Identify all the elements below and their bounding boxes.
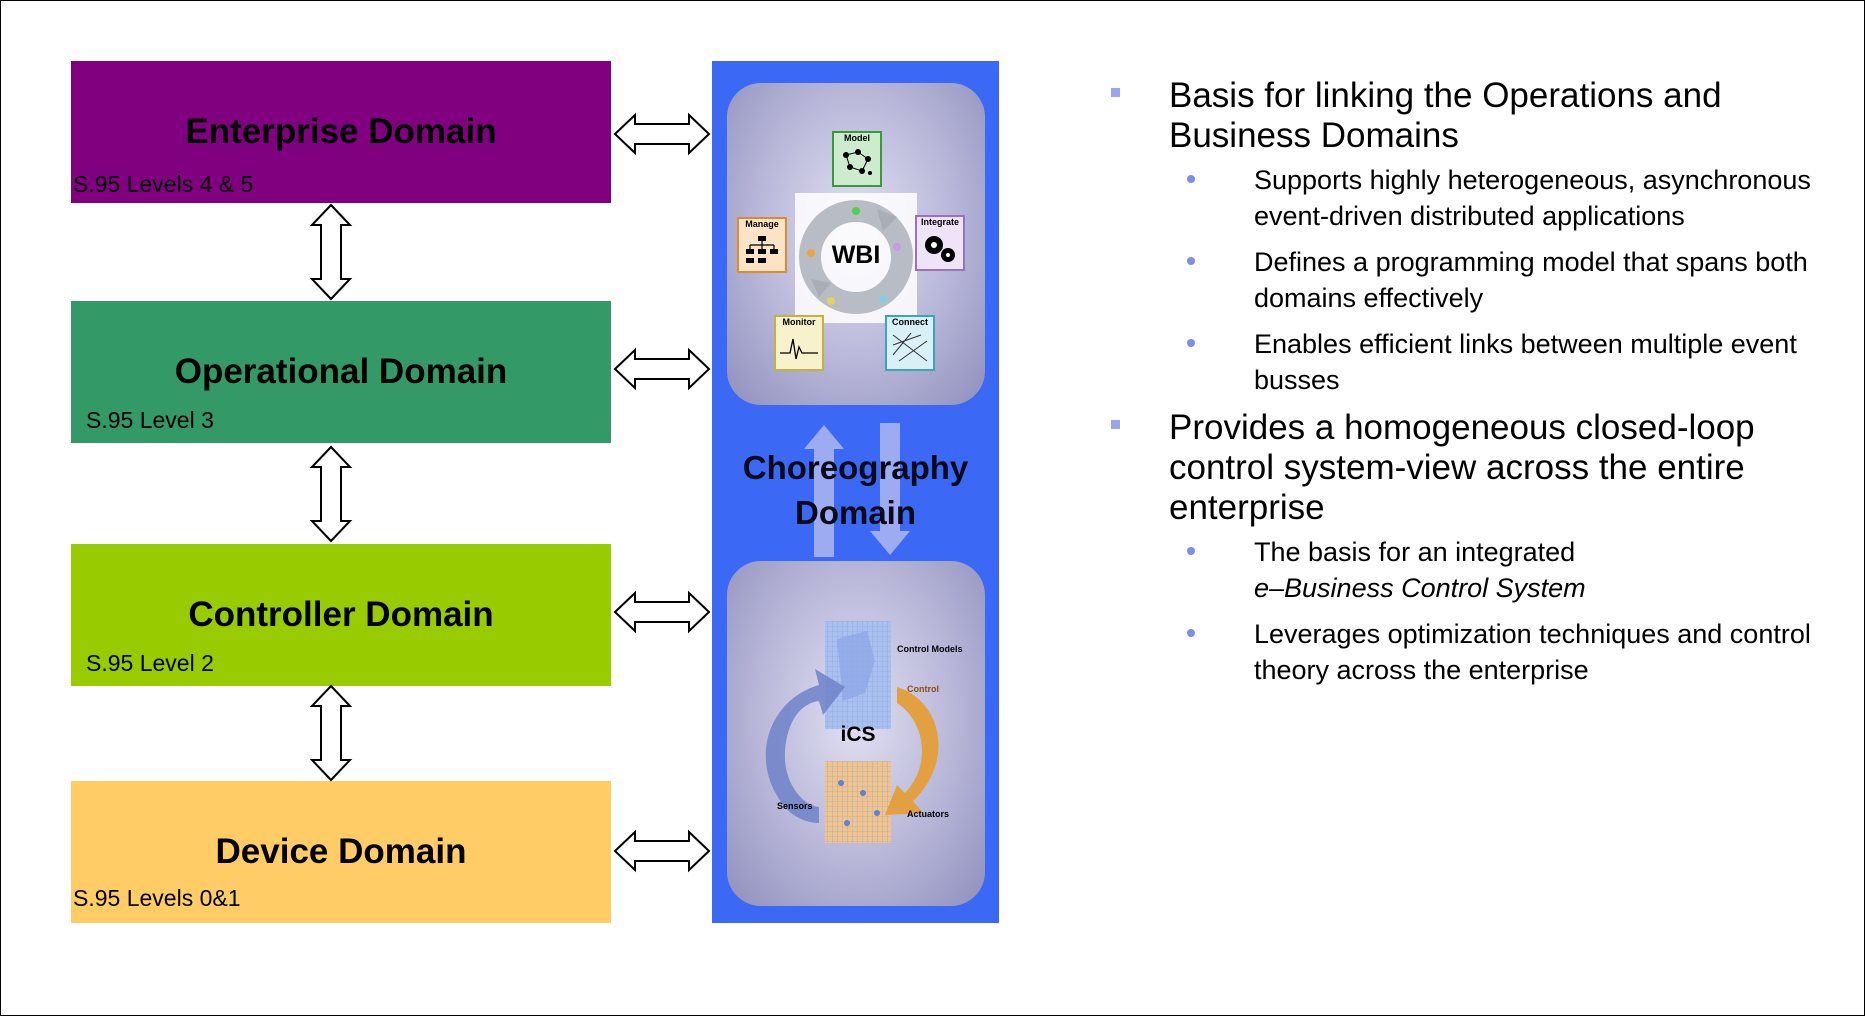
sub-bullet-item: The basis for an integrated e–Business C… [1104, 534, 1844, 606]
wbi-cycle-graphic [795, 193, 917, 323]
model-module: Model [832, 131, 882, 187]
horizontal-double-arrow [613, 829, 711, 873]
connections-icon [892, 332, 928, 362]
choreography-domain-column: WBI Model Integrate Connect [712, 61, 999, 923]
choreography-title-line2: Domain [794, 494, 916, 531]
wbi-label: WBI [831, 241, 881, 269]
enterprise-domain-level: S.95 Levels 4 & 5 [73, 171, 254, 197]
dot-bullet-icon [1187, 629, 1195, 637]
controller-domain-title: Controller Domain [188, 595, 494, 634]
actuators-label: Actuators [907, 809, 950, 819]
bullet-item: Basis for linking the Operations and Bus… [1104, 76, 1844, 156]
wbi-panel: WBI Model Integrate Connect [727, 83, 985, 405]
operational-domain-level: S.95 Level 3 [86, 407, 214, 433]
dot-bullet-icon [1187, 547, 1195, 555]
sub-bullet-item: Defines a programming model that spans b… [1104, 244, 1844, 316]
dot-bullet-icon [1187, 339, 1195, 347]
operational-domain-title: Operational Domain [174, 352, 508, 391]
device-domain-title: Device Domain [215, 832, 467, 871]
control-models-label: Control Models [897, 644, 963, 654]
org-chart-icon [746, 236, 778, 263]
vertical-double-arrow [309, 203, 353, 301]
bullet-item: Provides a homogeneous closed-loop contr… [1104, 408, 1844, 528]
choreography-title-line1: Choreography [742, 449, 969, 486]
sub-bullet-item: Supports highly heterogeneous, asynchron… [1104, 162, 1844, 234]
vertical-double-arrow [309, 445, 353, 543]
device-domain-box: Device Domain S.95 Levels 0&1 [71, 781, 611, 923]
horizontal-double-arrow [613, 112, 711, 156]
ics-label: iCS [840, 723, 876, 746]
network-icon [843, 149, 872, 175]
vertical-double-arrow [309, 684, 353, 782]
gears-icon [925, 236, 955, 262]
square-bullet-icon [1111, 88, 1120, 97]
manage-module: Manage [737, 217, 787, 273]
ics-control-loop-graphic [765, 621, 939, 843]
enterprise-domain-title: Enterprise Domain [185, 112, 497, 151]
up-down-flow-arrows [804, 423, 910, 557]
monitor-module: Monitor [774, 315, 824, 371]
integrate-module: Integrate [915, 215, 965, 271]
operational-domain-box: Operational Domain S.95 Level 3 [71, 301, 611, 443]
horizontal-double-arrow [613, 590, 711, 634]
square-bullet-icon [1111, 420, 1120, 429]
device-domain-level: S.95 Levels 0&1 [73, 885, 241, 911]
control-label: Control [907, 684, 939, 694]
enterprise-domain-box: Enterprise Domain S.95 Levels 4 & 5 [71, 61, 611, 203]
controller-domain-box: Controller Domain S.95 Level 2 [71, 544, 611, 686]
sub-bullet-item: Leverages optimization techniques and co… [1104, 616, 1844, 688]
connect-module: Connect [885, 315, 935, 371]
horizontal-double-arrow [613, 347, 711, 391]
dot-bullet-icon [1187, 257, 1195, 265]
controller-domain-level: S.95 Level 2 [86, 650, 214, 676]
sub-bullet-item: Enables efficient links between multiple… [1104, 326, 1844, 398]
dot-bullet-icon [1187, 175, 1195, 183]
sensors-label: Sensors [777, 801, 813, 811]
waveform-icon [780, 338, 818, 360]
ics-panel: iCS Control Models Control Sensors Actua… [727, 561, 985, 906]
bullet-list: Basis for linking the Operations and Bus… [1104, 76, 1844, 698]
